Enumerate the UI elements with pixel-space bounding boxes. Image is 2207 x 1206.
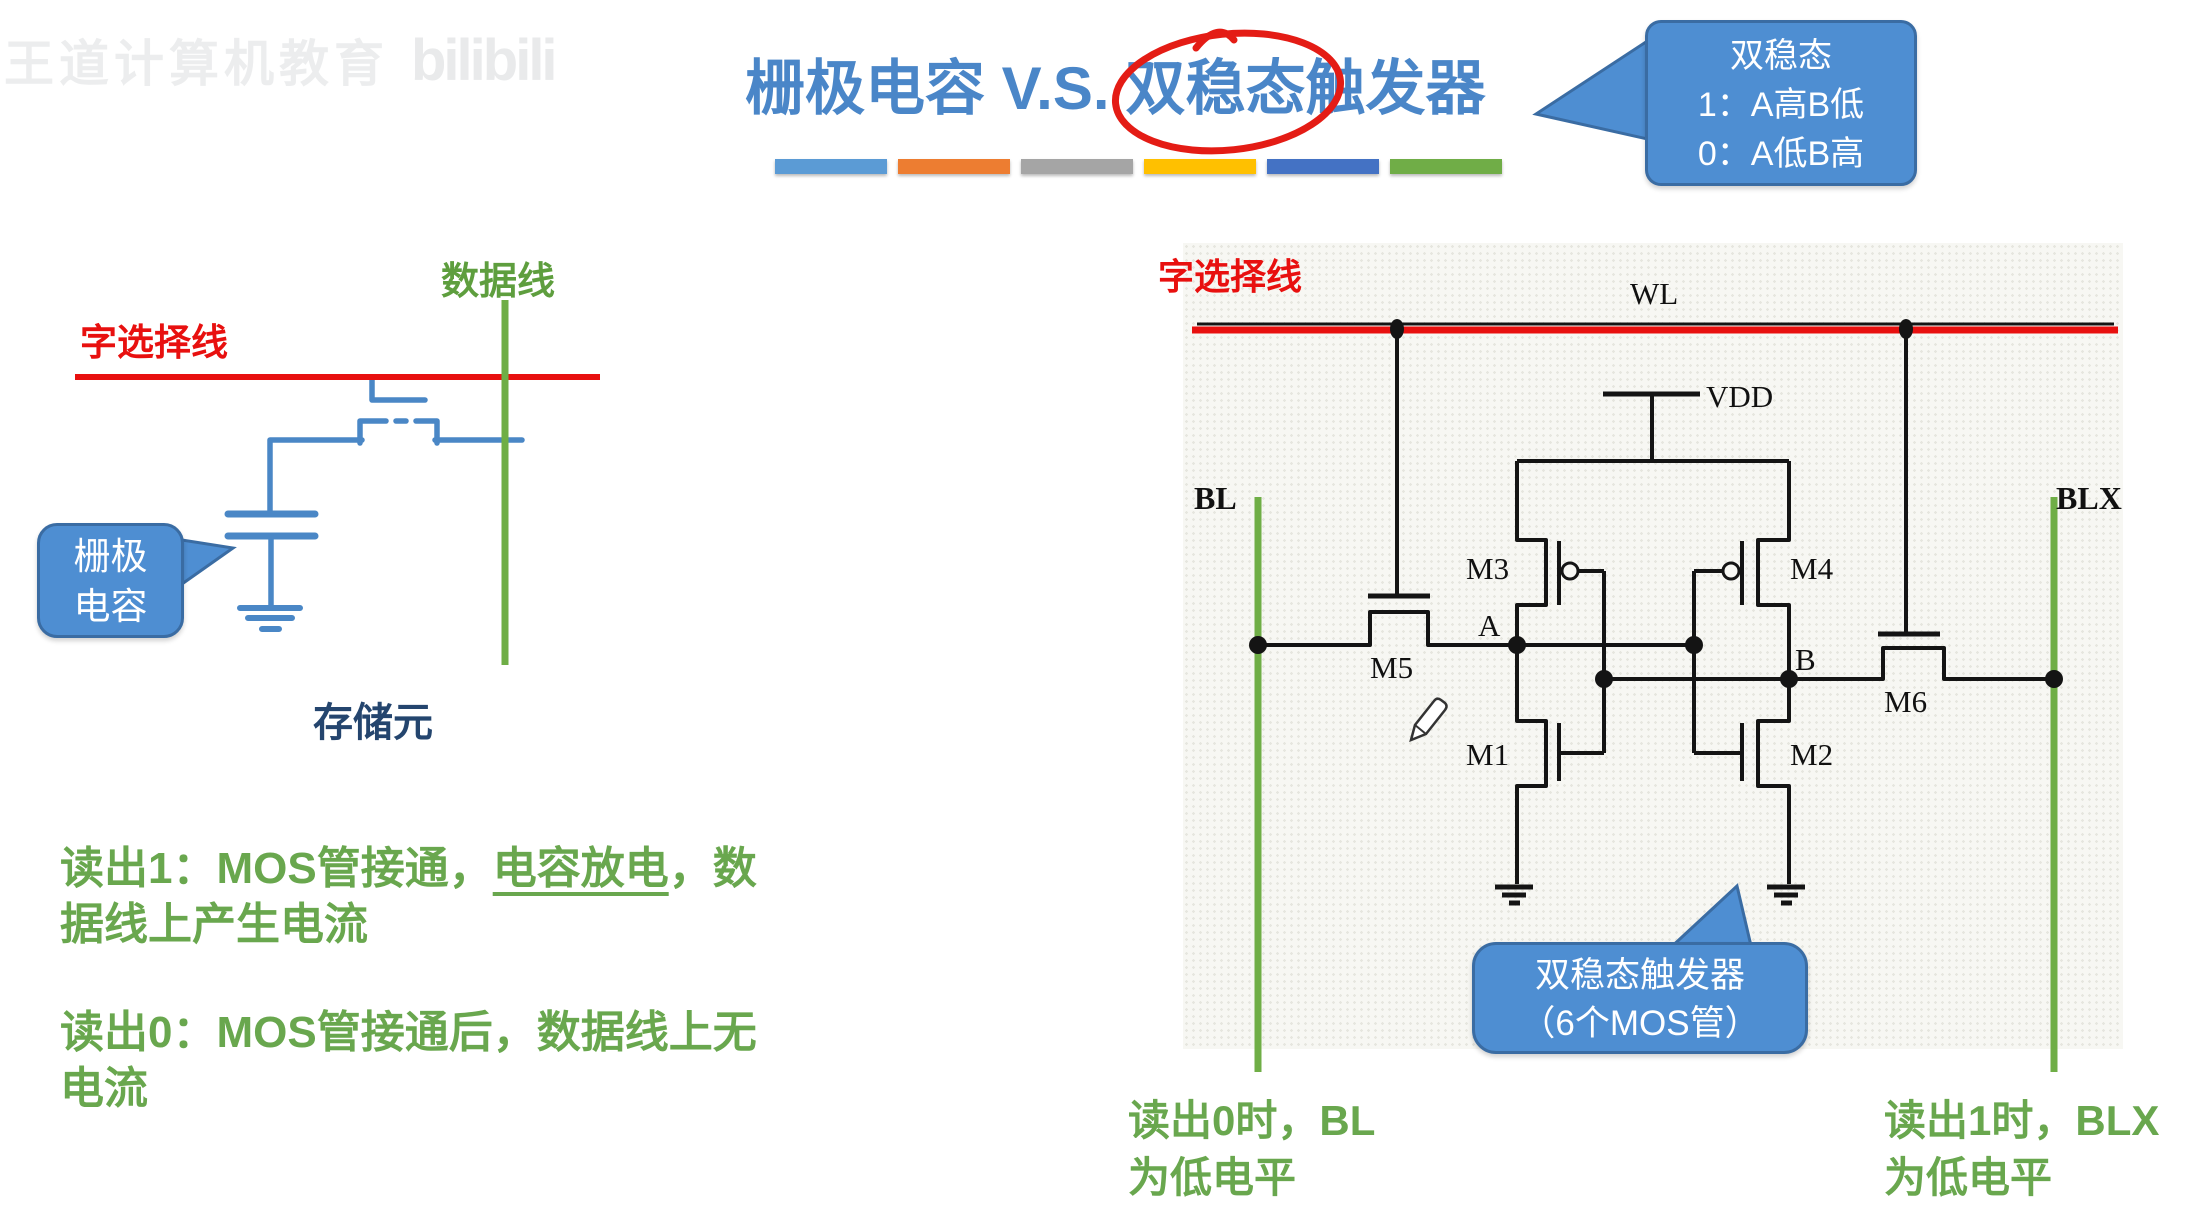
gate-capacitor-callout: 栅极 电容 [37,523,184,638]
blx-label: BLX [2056,480,2122,516]
m3-pmos-bubble [1560,561,1580,581]
accent-bars [775,159,1502,174]
bl-note-line2: 为低电平 [1128,1154,1297,1201]
node-b-to-blx-wire [1789,646,2054,681]
sram-word-line-label: 字选择线 [1158,256,1303,297]
blx-note-line1: 读出1时，BLX [1884,1097,2160,1144]
m2-label: M2 [1790,737,1834,772]
read1-prefix: 读出1：MOS管接通， [60,844,493,893]
dram-channel-dashed [357,418,440,446]
dram-source-wire [267,437,365,515]
flipflop-callout-line1: 双稳态触发器 [1534,956,1745,995]
dram-ground-symbol [237,605,303,632]
accent-bar-5 [1267,159,1379,174]
wl-m6-junction-dot [1899,319,1913,339]
bl-label: BL [1194,480,1237,516]
read1-suffix: ，数 [668,844,757,893]
m1-label: M1 [1466,737,1510,772]
junction-dots [1249,319,2063,688]
wl-label: WL [1630,276,1679,311]
read-0-note: 读出0：MOS管接通后，数据线上无 电流 [60,1005,830,1117]
read1-line2: 据线上产生电流 [60,900,368,949]
wl-m5-junction-dot [1390,319,1404,339]
flipflop-callout-line2: （6个MOS管） [1520,1004,1760,1043]
vdd-label: VDD [1706,379,1774,414]
sram-circuit [1197,322,2114,906]
dram-bit-line-label: 数据线 [441,261,556,303]
accent-bar-1 [775,159,887,174]
flipflop-callout-tail [1664,883,1754,952]
pen-cursor-icon [1409,697,1448,743]
bistable-callout-state1: 1：A高B低 [1697,86,1865,124]
bl-note-line1: 读出0时，BL [1128,1097,1376,1144]
blx-read1-note: 读出1时，BLX 为低电平 [1884,1092,2159,1206]
m4-label: M4 [1790,551,1834,586]
watermark-text: 王道计算机教育 [4,36,389,92]
storage-cell-label: 存储元 [313,700,433,745]
bl-junction-dot [1249,636,1267,654]
read0-line2: 电流 [60,1064,148,1113]
left-inverter-column [1515,461,1548,884]
bistable-callout-tail [1532,35,1654,142]
dram-circuit [224,377,525,632]
read-1-note: 读出1：MOS管接通，电容放电，数 据线上产生电流 [60,841,830,953]
node-a-dot [1508,636,1526,654]
blx-junction-dot [2045,670,2063,688]
node-a-wire [1258,610,1694,647]
m3-label: M3 [1466,551,1510,586]
accent-bar-6 [1390,159,1502,174]
dram-gate-lead [369,377,428,403]
node-b-dot [1780,670,1798,688]
right-inverter-column [1756,461,1791,884]
m4-pmos-bubble [1721,561,1741,581]
accent-bar-4 [1144,159,1256,174]
bistable-callout-title: 双稳态 [1730,37,1832,75]
node-b-label: B [1795,642,1816,677]
a-to-gate-dot [1685,636,1703,654]
bistable-callout: 双稳态 1：A高B低 0：A低B高 [1645,20,1917,186]
gatecap-line2: 电容 [73,586,148,627]
b-to-gate-dot [1595,670,1613,688]
accent-bar-3 [1021,159,1133,174]
read1-underlined: 电容放电 [492,844,669,893]
watermark: 王道计算机教育 bilibili [4,24,558,96]
flipflop-callout: 双稳态触发器 （6个MOS管） [1472,942,1808,1054]
title-left-part: 栅极电容 V.S. [745,55,1110,122]
m6-label: M6 [1884,684,1928,719]
dram-word-line-label: 字选择线 [80,322,228,363]
bl-read0-note: 读出0时，BL 为低电平 [1128,1092,1375,1206]
ground-symbol-left [1495,884,1533,906]
accent-bar-2 [898,159,1010,174]
ground-symbol-right [1767,884,1805,906]
node-a-label: A [1478,608,1501,643]
bilibili-logo: bilibili [411,27,558,93]
blx-note-line2: 为低电平 [1884,1154,2053,1201]
gatecap-line1: 栅极 [73,536,148,577]
gatecap-callout-tail [180,538,237,587]
bistable-callout-state0: 0：A低B高 [1697,135,1865,173]
m5-label: M5 [1370,650,1414,685]
read0-line1: 读出0：MOS管接通后，数据线上无 [60,1008,757,1057]
